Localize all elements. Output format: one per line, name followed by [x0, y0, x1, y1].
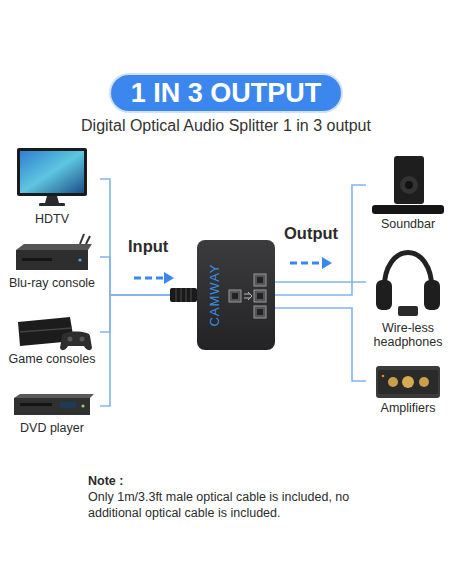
device-node: Soundbar [366, 153, 450, 231]
amplifier-icon [378, 370, 438, 394]
splitter-housing [257, 293, 263, 299]
device-label: Wire-less headphones [366, 321, 450, 349]
icon-space [4, 391, 100, 421]
game-console-icon [80, 337, 85, 342]
device-label: Amplifiers [366, 401, 450, 415]
direction-arrow [322, 257, 332, 269]
headphones-icon [376, 253, 440, 317]
device-label: Game consoles [4, 352, 100, 366]
soundbar-icon [372, 156, 444, 214]
game-console-icon [60, 332, 92, 351]
optical-cable-line [275, 308, 366, 381]
optical-cable-line [275, 185, 366, 282]
direction-arrow [134, 257, 332, 284]
splitter-housing [254, 290, 266, 302]
device-label: Soundbar [366, 217, 450, 231]
device-node: Blu-ray console [4, 238, 100, 290]
splitter-box: CAMWAY [197, 240, 275, 350]
amplifier-icon [388, 377, 398, 387]
headphones-icon [376, 280, 392, 310]
game-console-icon [20, 328, 72, 332]
tv-icon [45, 196, 59, 203]
splitter-housing [170, 240, 275, 350]
amplifier-icon [376, 366, 440, 398]
bluray-icon [80, 234, 84, 244]
device-node: Wire-less headphones [366, 243, 450, 349]
splitter-housing [254, 274, 266, 286]
splitter-housing [254, 306, 266, 318]
device-label: DVD player [4, 421, 100, 435]
device-node: DVD player [4, 391, 100, 435]
brand-label: CAMWAY [207, 263, 222, 326]
title-badge: 1 IN 3 OUTPUT [111, 75, 342, 111]
splitter-housing [244, 292, 252, 300]
splitter-housing [176, 288, 177, 302]
splitter-housing [232, 293, 238, 299]
bluray-icon [78, 258, 81, 261]
note-heading: Note : [88, 474, 123, 490]
dvd-player-icon [14, 394, 94, 398]
icon-space [366, 243, 450, 321]
splitter-housing [170, 288, 197, 302]
soundbar-icon [372, 205, 444, 214]
splitter-housing [257, 309, 263, 315]
input-label: Input [128, 237, 168, 257]
subtitle: Digital Optical Audio Splitter 1 in 3 ou… [0, 116, 452, 135]
dvd-player-icon [81, 404, 84, 407]
optical-cable-line [100, 295, 197, 406]
device-node: Amplifiers [366, 361, 450, 415]
game-console-icon [68, 337, 73, 342]
dvd-player-icon [60, 402, 76, 408]
tv-icon [20, 151, 84, 193]
splitter-housing [186, 288, 187, 302]
icon-space [4, 146, 100, 212]
splitter-housing [257, 277, 263, 283]
dvd-player-icon [20, 403, 52, 406]
tv-icon [39, 203, 65, 206]
dvd-player-icon [14, 398, 90, 415]
soundbar-icon [400, 176, 418, 194]
tv-icon [17, 148, 87, 196]
title-wrap: 1 IN 3 OUTPUT [0, 75, 452, 111]
direction-arrow [164, 272, 174, 284]
tv-icon [17, 148, 87, 206]
device-node: Game consoles [4, 312, 100, 366]
bluray-icon [16, 234, 92, 270]
amplifier-icon [419, 377, 429, 387]
icon-space [4, 312, 100, 352]
device-label: Blu-ray console [4, 276, 100, 290]
game-console-icon [18, 317, 92, 350]
output-label: Output [284, 224, 338, 244]
direction-arrow [290, 262, 322, 265]
splitter-housing [181, 288, 182, 302]
direction-arrow [134, 277, 164, 280]
note-text: Only 1m/3.3ft male optical cable is incl… [88, 490, 378, 521]
amplifier-icon [382, 375, 385, 378]
bluray-icon [16, 250, 88, 270]
amplifier-icon [376, 366, 440, 398]
soundbar-icon [394, 156, 424, 204]
splitter-housing [229, 290, 241, 302]
bluray-icon [86, 236, 90, 244]
splitter-housing [191, 288, 192, 302]
headphones-icon [424, 280, 440, 310]
optical-cable-line [100, 179, 197, 295]
amplifier-icon [402, 376, 414, 388]
bluray-icon [22, 258, 52, 261]
headphones-icon [398, 306, 418, 316]
device-label: HDTV [4, 212, 100, 226]
optical-cable-line [275, 282, 366, 295]
icon-space [366, 153, 450, 217]
soundbar-icon [405, 181, 413, 189]
dvd-player-icon [14, 394, 94, 415]
device-node: HDTV [4, 146, 100, 226]
icon-space [366, 361, 450, 401]
bluray-icon [16, 244, 92, 250]
icon-space [4, 238, 100, 276]
splitter-housing [197, 240, 275, 350]
